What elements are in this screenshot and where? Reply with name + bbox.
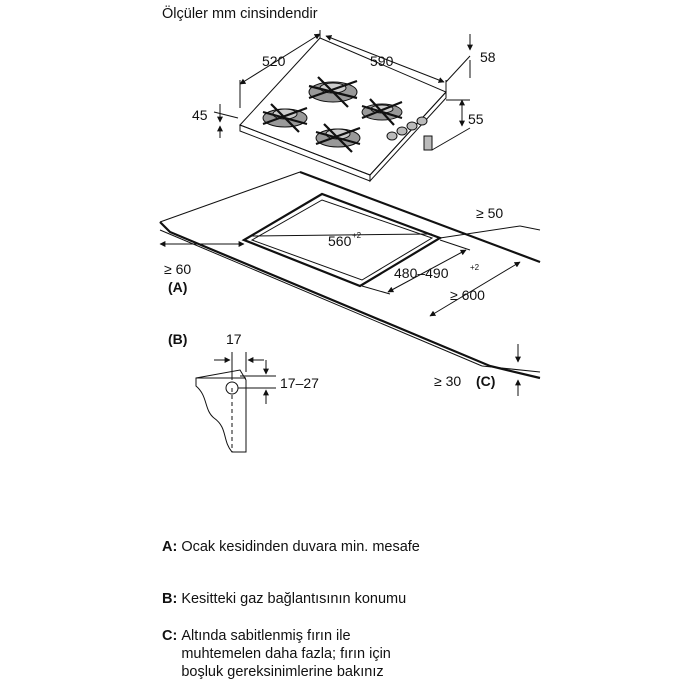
- dim-side-clearance-ref: (A): [168, 279, 187, 295]
- burner-front-left-icon: [262, 103, 308, 133]
- dim-worktop-depth-label: ≥ 600: [450, 287, 485, 303]
- hob-drawing: [213, 30, 473, 183]
- dim-side-clearance-label: ≥ 60: [164, 261, 191, 277]
- legend-key: C:: [162, 628, 178, 644]
- detail-offset-label: 17: [226, 331, 242, 347]
- dim-below-clearance-ref: (C): [476, 373, 495, 389]
- detail-b-label: (B): [168, 331, 187, 347]
- dim-cutout-width: 560 +2: [328, 231, 362, 249]
- dim-burner-height-label: 55: [468, 111, 484, 127]
- legend-text: Altında sabitlenmiş fırın ile muhtemelen…: [181, 628, 391, 680]
- dim-width-label: 590: [370, 53, 394, 69]
- diagram-title: Ölçüler mm cinsindendir: [162, 6, 318, 22]
- legend-text: Ocak kesidinden duvara min. mesafe: [181, 539, 420, 555]
- legend-item-c: C: Altında sabitlenmiş fırın ile muhteme…: [162, 627, 426, 681]
- legend-item-b: B: Kesitteki gaz bağlantısının konumu: [162, 590, 511, 608]
- legend-item-a: A: Ocak kesidinden duvara min. mesafe: [162, 538, 511, 556]
- dim-height-side-label: 45: [192, 107, 208, 123]
- dim-height-top-label: 58: [480, 49, 496, 65]
- dim-below-clearance-label: ≥ 30: [434, 373, 461, 389]
- legend-text: Kesitteki gaz bağlantısının konumu: [181, 591, 407, 607]
- dim-cutout-width-label: 560: [328, 233, 352, 249]
- dim-cutout-width-tolerance: +2: [352, 231, 362, 240]
- dim-depth-label: 520: [262, 53, 286, 69]
- dim-cutout-depth: 480–490 +2: [394, 263, 480, 281]
- gas-connection-detail: [195, 352, 276, 453]
- dim-cutout-depth-label: 480–490: [394, 265, 449, 281]
- burner-front-right-icon: [315, 123, 361, 153]
- burner-rear-left-icon: [308, 76, 358, 108]
- legend-key: A:: [162, 539, 178, 555]
- control-knobs-icon: [386, 116, 428, 141]
- dim-rear-clearance-label: ≥ 50: [476, 205, 503, 221]
- burner-rear-right-icon: [361, 98, 403, 126]
- worktop-drawing: [159, 170, 541, 396]
- legend-key: B:: [162, 591, 178, 607]
- dim-cutout-depth-tolerance: +2: [470, 263, 480, 272]
- detail-range-label: 17–27: [280, 375, 319, 391]
